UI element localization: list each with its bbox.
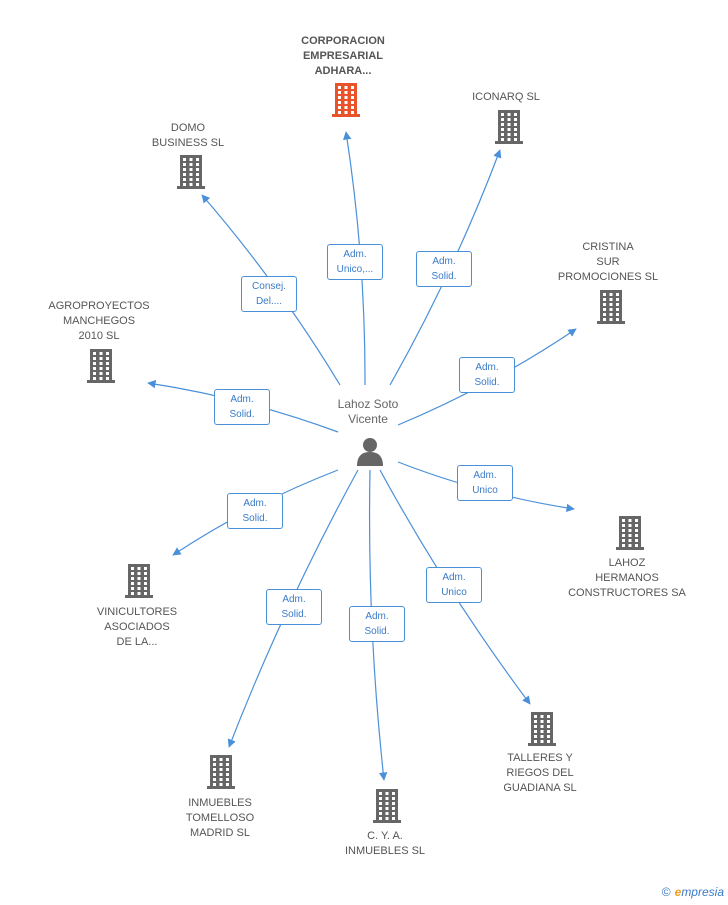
company-label-line: CONSTRUCTORES SA <box>568 587 686 599</box>
company-label-line: INMUEBLES <box>188 797 252 809</box>
person-name-line2: Vicente <box>348 412 388 426</box>
company-label-line: TALLERES Y <box>507 752 573 764</box>
edge-label-line: Adm. <box>243 498 267 509</box>
company-label-iconarq[interactable]: ICONARQ SL <box>436 90 576 105</box>
company-label-line: RIEGOS DEL <box>506 767 574 779</box>
edge-label-cya[interactable]: Adm. Solid. <box>349 606 405 642</box>
company-label-line: SUR <box>596 256 620 268</box>
edge-label-line: Solid. <box>229 409 255 420</box>
company-label-cya[interactable]: C. Y. A. INMUEBLES SL <box>315 829 455 859</box>
company-label-cristina[interactable]: CRISTINA SUR PROMOCIONES SL <box>538 240 678 285</box>
edge-label-line: Unico,... <box>336 264 374 275</box>
company-label-line: GUADIANA SL <box>503 782 577 794</box>
company-label-talleres[interactable]: TALLERES Y RIEGOS DEL GUADIANA SL <box>470 751 610 796</box>
edge-label-line: Adm. <box>473 470 497 481</box>
company-label-vinicultores[interactable]: VINICULTORES ASOCIADOS DE LA... <box>67 605 207 650</box>
company-label-line: INMUEBLES SL <box>344 845 426 857</box>
building-icon[interactable] <box>597 290 625 324</box>
edge-label-line: Adm. <box>343 249 367 260</box>
company-label-corporacion[interactable]: CORPORACION EMPRESARIAL ADHARA... <box>273 34 413 79</box>
company-label-line: LAHOZ <box>608 557 646 569</box>
edge-label-line: Adm. <box>282 594 306 605</box>
company-label-line: EMPRESARIAL <box>302 50 384 62</box>
company-label-line: MADRID SL <box>190 827 250 839</box>
copyright-icon: © <box>661 885 671 899</box>
company-label-lahoz[interactable]: LAHOZ HERMANOS CONSTRUCTORES SA <box>557 556 697 601</box>
building-icon[interactable] <box>332 83 360 117</box>
edge-label-vinicultores[interactable]: Adm. Solid. <box>227 493 283 529</box>
company-label-line: DE LA... <box>116 636 158 648</box>
company-label-line: ICONARQ SL <box>472 91 540 103</box>
building-icon[interactable] <box>616 516 644 550</box>
edge-label-lahoz[interactable]: Adm. Unico <box>457 465 513 501</box>
company-label-line: VINICULTORES <box>96 606 178 618</box>
company-label-line: HERMANOS <box>595 572 659 584</box>
edge-label-line: Solid. <box>242 513 268 524</box>
edge-label-line: Solid. <box>474 377 500 388</box>
company-label-line: PROMOCIONES SL <box>557 271 659 283</box>
edge-label-agroproyectos[interactable]: Adm. Solid. <box>214 389 270 425</box>
edge-label-line: Solid. <box>364 626 390 637</box>
edge-label-talleres[interactable]: Adm. Unico <box>426 567 482 603</box>
edge-label-cristina[interactable]: Adm. Solid. <box>459 357 515 393</box>
company-label-line: DOMO <box>170 122 206 134</box>
footer-brand[interactable]: ©empresia <box>662 885 724 899</box>
building-icon[interactable] <box>373 789 401 823</box>
company-label-line: 2010 SL <box>78 330 120 342</box>
edge-label-line: Adm. <box>442 572 466 583</box>
edge-label-line: Adm. <box>230 394 254 405</box>
company-label-line: ADHARA... <box>314 65 372 77</box>
company-label-line: AGROPROYECTOS <box>48 300 150 312</box>
building-icon[interactable] <box>125 564 153 598</box>
company-label-agroproyectos[interactable]: AGROPROYECTOS MANCHEGOS 2010 SL <box>29 299 169 344</box>
edge-label-line: Consej. <box>252 281 286 292</box>
edge-label-inmuebles-tomelloso[interactable]: Adm. Solid. <box>266 589 322 625</box>
company-label-line: MANCHEGOS <box>62 315 136 327</box>
building-icon[interactable] <box>207 755 235 789</box>
company-label-line: TOMELLOSO <box>185 812 255 824</box>
company-label-line: BUSINESS SL <box>151 137 225 149</box>
edge-label-line: Adm. <box>475 362 499 373</box>
company-label-line: CORPORACION <box>301 35 385 47</box>
edge-label-line: Solid. <box>281 609 307 620</box>
edge-label-line: Unico <box>441 587 467 598</box>
person-name[interactable]: Lahoz Soto Vicente <box>308 397 428 427</box>
building-icon[interactable] <box>177 155 205 189</box>
person-name-line1: Lahoz Soto <box>337 397 399 411</box>
edge-label-line: Solid. <box>431 271 457 282</box>
edge-label-corporacion[interactable]: Adm. Unico,... <box>327 244 383 280</box>
edge-label-domo[interactable]: Consej. Del.... <box>241 276 297 312</box>
edge-label-line: Adm. <box>365 611 389 622</box>
edge-label-line: Unico <box>472 485 498 496</box>
building-icon[interactable] <box>528 712 556 746</box>
company-label-line: ASOCIADOS <box>104 621 170 633</box>
building-icon[interactable] <box>495 110 523 144</box>
brand-logo-text: mpresia <box>681 885 724 899</box>
company-label-line: C. Y. A. <box>367 830 403 842</box>
edge-label-line: Adm. <box>432 256 456 267</box>
company-label-line: CRISTINA <box>582 241 634 253</box>
brand-logo-e: e <box>674 885 682 899</box>
company-label-inmuebles-tomelloso[interactable]: INMUEBLES TOMELLOSO MADRID SL <box>150 796 290 841</box>
edge-label-iconarq[interactable]: Adm. Solid. <box>416 251 472 287</box>
building-icon[interactable] <box>87 349 115 383</box>
edge-label-line: Del.... <box>255 296 283 307</box>
company-label-domo[interactable]: DOMO BUSINESS SL <box>118 121 258 151</box>
person-icon[interactable] <box>355 436 385 466</box>
